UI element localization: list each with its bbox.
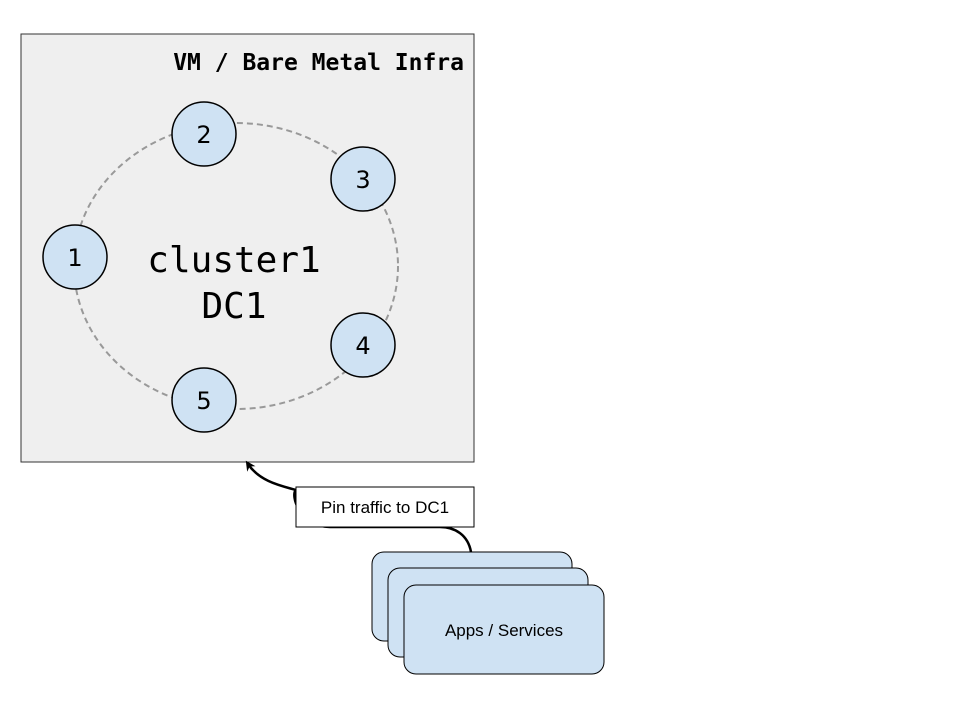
node-label: 4 [355,332,370,360]
infra-title: VM / Bare Metal Infra [173,50,464,76]
node-5: 5 [171,367,237,433]
node-2: 2 [171,101,237,167]
node-1: 1 [42,224,108,290]
callout-label: Pin traffic to DC1 [321,498,449,517]
datacenter-label: DC1 [201,286,266,327]
node-circle [330,146,396,212]
node-3: 3 [330,146,396,212]
node-label: 2 [196,121,211,149]
node-circle [42,224,108,290]
node-label: 3 [355,166,370,194]
node-circle [330,312,396,378]
node-circle [171,101,237,167]
infra-box: VM / Bare Metal Infra cluster1 DC1 1 2 3… [20,33,475,463]
node-circle [171,367,237,433]
node-label: 5 [196,387,211,415]
services-stack: Apps / Services [371,551,605,675]
pin-traffic-callout: Pin traffic to DC1 [295,486,475,528]
cluster-name: cluster1 [147,240,320,281]
services-label: Apps / Services [445,621,563,640]
node-4: 4 [330,312,396,378]
node-label: 1 [67,244,82,272]
cluster-ring [73,122,399,410]
service-card-front [403,584,605,675]
callout-box [295,486,475,528]
